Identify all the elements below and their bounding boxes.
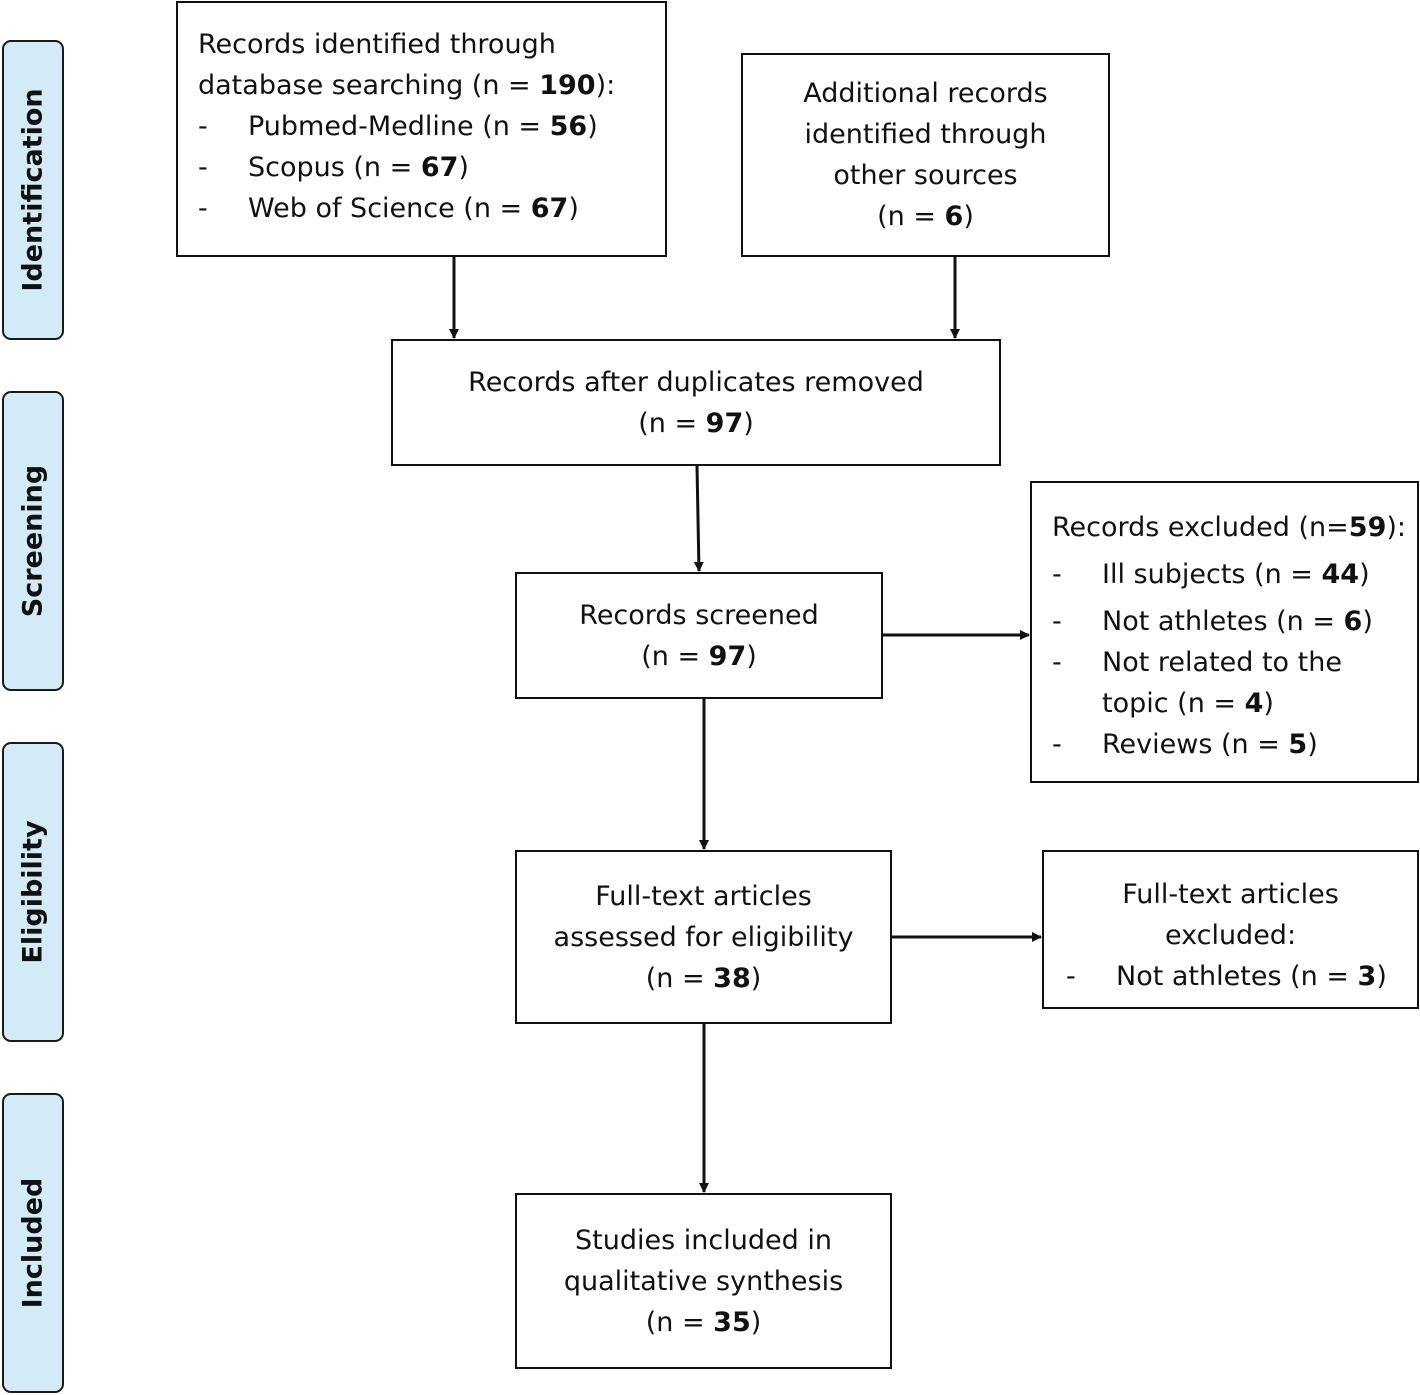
screened-count: 97 [708, 640, 747, 672]
studies-included-box: Studies included in qualitative synthesi… [515, 1193, 892, 1369]
excluded-item-close: ) [1359, 559, 1370, 590]
database-item-label: Web of Science (n = [248, 193, 531, 224]
fulltext-excluded-line1: Full-text articles [1122, 879, 1339, 910]
excluded-item: - Not athletes (n = 6) [1052, 601, 1417, 642]
database-item-close: ) [587, 111, 598, 142]
database-item: - Scopus (n = 67) [198, 147, 665, 188]
bullet-dash: - [1052, 647, 1062, 678]
database-item-close: ) [458, 152, 469, 183]
fulltext-line1: Full-text articles [595, 880, 812, 912]
excluded-item: topic (n = 4) [1052, 683, 1417, 724]
fulltext-line2: assessed for eligibility [553, 921, 854, 953]
fulltext-count: 38 [713, 962, 751, 994]
bullet-dash: - [198, 193, 208, 224]
excluded-item-count: 44 [1321, 559, 1360, 590]
fulltext-assessed-box: Full-text articles assessed for eligibil… [515, 850, 892, 1024]
bullet-dash: - [198, 111, 208, 142]
count-suffix: ) [750, 1306, 762, 1338]
records-screened-box: Records screened (n = 97) [515, 572, 883, 699]
count-prefix: (n = [645, 1306, 714, 1338]
screened-count-line: (n = 97) [517, 636, 881, 677]
database-item-count: 56 [549, 111, 588, 142]
phase-included: Included [2, 1093, 64, 1393]
fulltext-excluded-count: 3 [1357, 961, 1377, 992]
count-suffix: ) [963, 201, 974, 232]
database-box-line2-suffix: ): [595, 70, 616, 101]
count-suffix: ) [743, 407, 754, 439]
duplicates-count-line: (n = 97) [393, 403, 999, 444]
database-box-line1: Records identified through [198, 29, 556, 60]
excluded-title: Records excluded (n=59): [1052, 507, 1417, 548]
fulltext-count-line: (n = 38) [517, 958, 890, 999]
fulltext-excluded-box: Full-text articles excluded: - Not athle… [1042, 850, 1419, 1009]
other-sources-count: 6 [944, 201, 964, 232]
fulltext-excluded-item-label: Not athletes (n = [1116, 961, 1358, 992]
database-total-count: 190 [539, 70, 596, 101]
excluded-item-label: Reviews (n = [1102, 729, 1289, 760]
database-item-label: Pubmed-Medline (n = [248, 111, 550, 142]
excluded-item-count: 5 [1288, 729, 1308, 760]
database-box-line2-prefix: database searching (n = [198, 70, 540, 101]
excluded-item: - Not related to the [1052, 642, 1417, 683]
database-search-box: Records identified through database sear… [176, 1, 667, 257]
arrow-duplicates-to-screened [693, 465, 704, 572]
fulltext-excluded-line2: excluded: [1164, 920, 1297, 951]
count-prefix: (n = [877, 201, 945, 232]
phase-eligibility: Eligibility [2, 742, 64, 1042]
count-suffix: ) [746, 640, 757, 672]
excluded-item-label: Ill subjects (n = [1102, 559, 1322, 590]
other-sources-box: Additional records identified through ot… [741, 53, 1110, 257]
other-sources-line2: identified through [804, 119, 1047, 150]
database-item-count: 67 [530, 193, 569, 224]
excluded-item-label: Not athletes (n = [1102, 606, 1344, 637]
count-prefix: (n = [638, 407, 706, 439]
database-item-close: ) [568, 193, 579, 224]
other-sources-line1: Additional records [803, 78, 1048, 109]
duplicates-removed-box: Records after duplicates removed (n = 97… [391, 339, 1001, 466]
excluded-total-count: 59 [1348, 512, 1387, 543]
fulltext-excluded-item-close: ) [1376, 961, 1387, 992]
bullet-dash: - [1052, 559, 1062, 590]
excluded-item-close: ) [1307, 729, 1318, 760]
bullet-dash: - [1052, 606, 1062, 637]
database-item: - Pubmed-Medline (n = 56) [198, 106, 665, 147]
bullet-dash: - [198, 152, 208, 183]
excluded-item-count: 6 [1343, 606, 1363, 637]
excluded-item: - Reviews (n = 5) [1052, 724, 1417, 765]
fulltext-excluded-item: - Not athletes (n = 3) [1044, 956, 1417, 997]
included-count: 35 [713, 1306, 751, 1338]
bullet-dash: - [1052, 729, 1062, 760]
excluded-title-prefix: Records excluded (n= [1052, 512, 1349, 543]
bullet-dash: - [1066, 961, 1076, 992]
other-sources-count-line: (n = 6) [743, 196, 1108, 237]
screened-line1: Records screened [579, 599, 819, 631]
database-item-count: 67 [420, 152, 459, 183]
excluded-item-close: ) [1263, 688, 1274, 719]
excluded-item-label: topic (n = [1102, 688, 1245, 719]
excluded-item-count: 4 [1244, 688, 1264, 719]
count-suffix: ) [750, 962, 762, 994]
excluded-item-label: Not related to the [1102, 647, 1342, 678]
other-sources-line3: other sources [833, 160, 1018, 191]
records-excluded-box: Records excluded (n=59): - Ill subjects … [1030, 481, 1419, 783]
bullet-dash [1052, 683, 1102, 724]
count-prefix: (n = [645, 962, 714, 994]
phase-identification: Identification [2, 40, 64, 340]
duplicates-line1: Records after duplicates removed [468, 366, 924, 398]
excluded-item: - Ill subjects (n = 44) [1052, 554, 1417, 595]
database-item: - Web of Science (n = 67) [198, 188, 665, 229]
database-box-line2: database searching (n = 190): [198, 65, 665, 106]
included-count-line: (n = 35) [517, 1302, 890, 1343]
excluded-title-suffix: ): [1386, 512, 1406, 543]
included-line2: qualitative synthesis [563, 1265, 844, 1297]
included-line1: Studies included in [575, 1224, 832, 1256]
excluded-item-close: ) [1362, 606, 1373, 637]
phase-screening: Screening [2, 391, 64, 691]
database-item-label: Scopus (n = [248, 152, 421, 183]
count-prefix: (n = [641, 640, 709, 672]
duplicates-count: 97 [705, 407, 744, 439]
